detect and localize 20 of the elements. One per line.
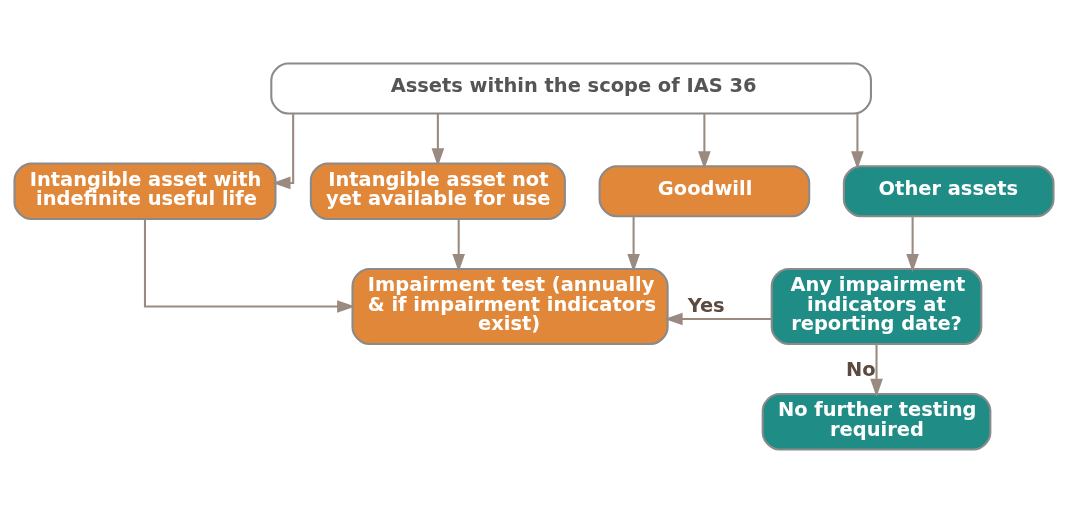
arrow (698, 113, 711, 169)
edge-label: Yes (687, 293, 725, 317)
arrow (452, 218, 465, 272)
edge-label: No (845, 357, 876, 381)
arrow (851, 113, 864, 169)
node-box: Other assets (842, 164, 1055, 217)
node-box: Intangible asset not yet available for use (309, 161, 566, 220)
arrow (143, 218, 356, 313)
node-box: Impairment test (annually & if impairment indicators exist) (351, 267, 669, 345)
node-box: Goodwill (598, 164, 811, 217)
arrow (627, 215, 640, 272)
node-box: Intangible asset with indefinite useful life (13, 161, 277, 220)
arrow (431, 113, 445, 166)
node-box: Any impairment indicators at reporting date? (770, 267, 983, 345)
arrow (906, 215, 919, 272)
node-box: No further testing required (761, 392, 992, 450)
arrow (664, 312, 772, 325)
node-box: Assets within the scope of IAS 36 (270, 62, 872, 115)
arrow (870, 343, 883, 397)
arrow (272, 113, 295, 189)
